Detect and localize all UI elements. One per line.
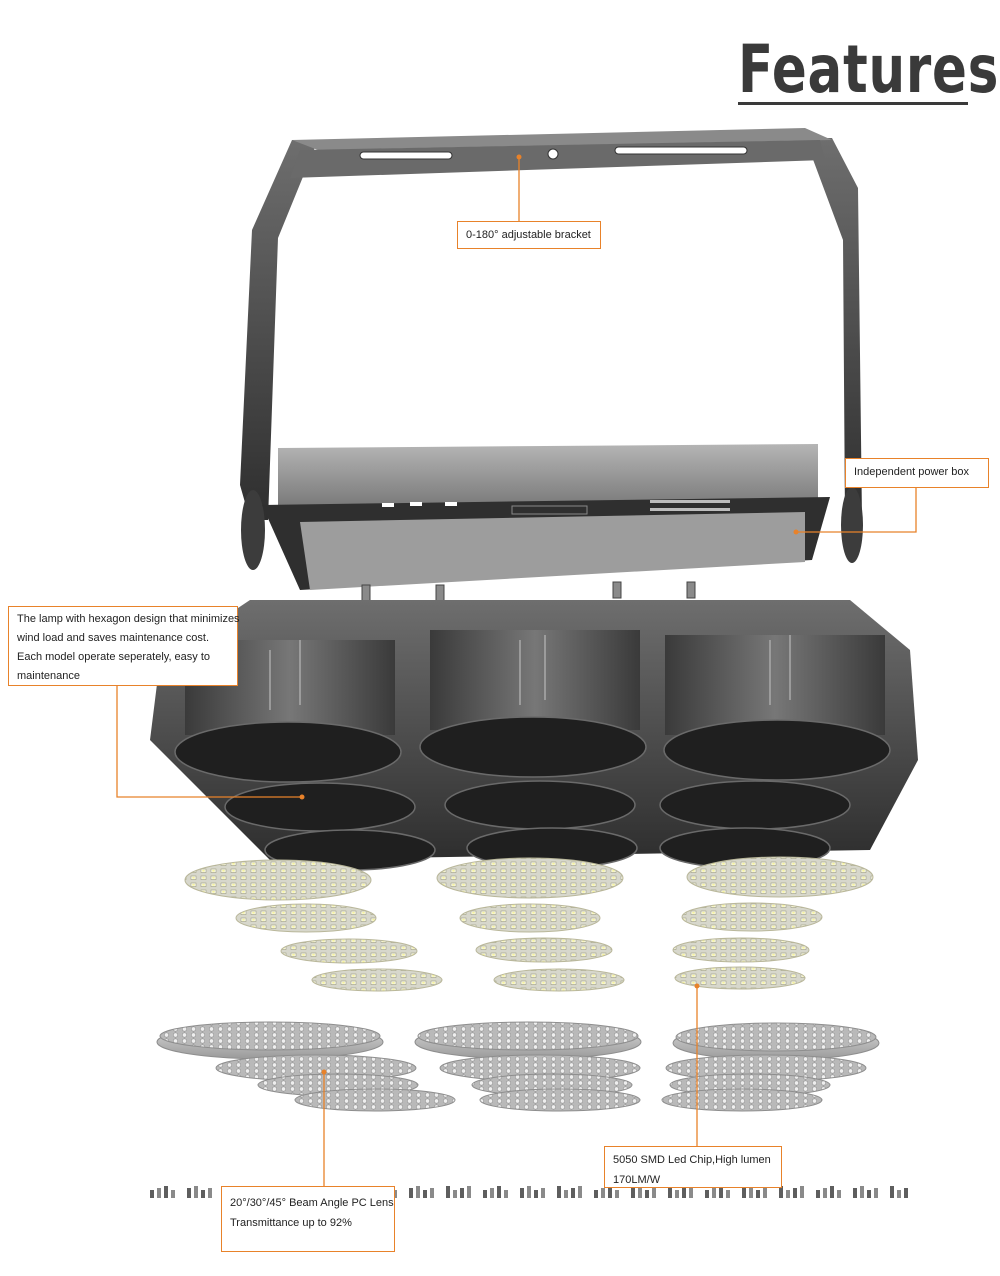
screw xyxy=(689,1186,693,1198)
screw xyxy=(652,1188,656,1198)
callout-lamp-design: The lamp with hexagon design that minimi… xyxy=(8,606,240,686)
cable-glands xyxy=(361,581,696,602)
callout-led-line-2: 170LM/W xyxy=(613,1174,661,1186)
pc-lenses xyxy=(156,1021,880,1112)
screw xyxy=(726,1190,730,1198)
callout-lamp-line-4: maintenance xyxy=(17,670,80,682)
callout-dots xyxy=(299,154,799,1075)
bracket-left-foot xyxy=(241,490,265,570)
callout-bracket-text: 0-180° adjustable bracket xyxy=(466,229,591,241)
screw xyxy=(483,1190,487,1198)
page-title: Features xyxy=(738,31,1000,108)
heat-sink-modules xyxy=(150,600,918,871)
screw xyxy=(416,1186,420,1198)
bracket-slot-right xyxy=(614,146,748,155)
screw xyxy=(793,1188,797,1198)
screw xyxy=(497,1186,501,1198)
screw xyxy=(638,1186,642,1198)
bracket-top-bar xyxy=(292,128,832,150)
screw xyxy=(534,1190,538,1198)
screw xyxy=(201,1190,205,1198)
screw xyxy=(904,1188,908,1198)
screw xyxy=(779,1186,783,1198)
bracket-right-arm xyxy=(805,138,862,520)
screw xyxy=(867,1190,871,1198)
led-boards xyxy=(184,856,874,992)
power-box xyxy=(262,444,830,602)
screw xyxy=(631,1188,635,1198)
screw xyxy=(541,1188,545,1198)
screw xyxy=(467,1186,471,1198)
screw xyxy=(171,1190,175,1198)
callout-led-chip: 5050 SMD Led Chip,High lumen 170LM/W xyxy=(604,1146,782,1188)
screw xyxy=(749,1186,753,1198)
bracket-right-foot xyxy=(841,487,863,563)
screw xyxy=(208,1188,212,1198)
screw xyxy=(763,1188,767,1198)
callout-lens-line-2: Transmittance up to 92% xyxy=(230,1217,352,1229)
screw xyxy=(601,1188,605,1198)
screw xyxy=(187,1188,191,1198)
callout-power-box: Independent power box xyxy=(845,458,989,488)
callout-led-line-1: 5050 SMD Led Chip,High lumen xyxy=(613,1154,771,1166)
callout-pc-lens: 20°/30°/45° Beam Angle PC Lens Transmitt… xyxy=(221,1186,395,1252)
callout-lamp-line-3: Each model operate seperately, easy to xyxy=(17,651,211,663)
screw xyxy=(423,1190,427,1198)
bracket-left-arm xyxy=(240,140,318,520)
screw xyxy=(705,1190,709,1198)
screw xyxy=(460,1188,464,1198)
callout-lamp-line-2: wind load and saves maintenance cost. xyxy=(17,632,210,644)
screw xyxy=(800,1186,804,1198)
callout-lamp-line-1: The lamp with hexagon design that minimi… xyxy=(17,613,240,625)
screw xyxy=(164,1186,168,1198)
screw xyxy=(453,1190,457,1198)
screw xyxy=(194,1186,198,1198)
screw xyxy=(668,1186,672,1198)
screw xyxy=(860,1186,864,1198)
screw xyxy=(409,1188,413,1198)
screw xyxy=(823,1188,827,1198)
screw xyxy=(756,1190,760,1198)
screw xyxy=(527,1186,531,1198)
bracket xyxy=(240,128,863,570)
bracket-slot-left xyxy=(359,151,453,160)
screw xyxy=(594,1190,598,1198)
callout-bracket: 0-180° adjustable bracket xyxy=(457,221,601,249)
screw xyxy=(874,1188,878,1198)
bracket-pivot-hole xyxy=(547,148,559,160)
callout-leaders xyxy=(116,157,917,1186)
callout-power-box-text: Independent power box xyxy=(854,466,969,478)
callout-lens-line-1: 20°/30°/45° Beam Angle PC Lens xyxy=(230,1197,394,1209)
screw xyxy=(742,1188,746,1198)
screw xyxy=(837,1190,841,1198)
screw xyxy=(786,1190,790,1198)
screw xyxy=(615,1190,619,1198)
screw xyxy=(712,1188,716,1198)
screw xyxy=(564,1190,568,1198)
screw xyxy=(490,1188,494,1198)
screw xyxy=(675,1190,679,1198)
screw xyxy=(150,1190,154,1198)
screw xyxy=(557,1186,561,1198)
title-underline xyxy=(738,102,968,105)
screw xyxy=(890,1186,894,1198)
screw xyxy=(608,1186,612,1198)
screw xyxy=(504,1190,508,1198)
screw xyxy=(719,1186,723,1198)
screw xyxy=(446,1186,450,1198)
screw xyxy=(682,1188,686,1198)
screw xyxy=(571,1188,575,1198)
screw xyxy=(393,1190,397,1198)
screw xyxy=(816,1190,820,1198)
screw xyxy=(853,1188,857,1198)
screw xyxy=(578,1186,582,1198)
screw xyxy=(520,1188,524,1198)
screw xyxy=(157,1188,161,1198)
screw xyxy=(897,1190,901,1198)
screw xyxy=(830,1186,834,1198)
screw xyxy=(645,1190,649,1198)
screw xyxy=(430,1188,434,1198)
